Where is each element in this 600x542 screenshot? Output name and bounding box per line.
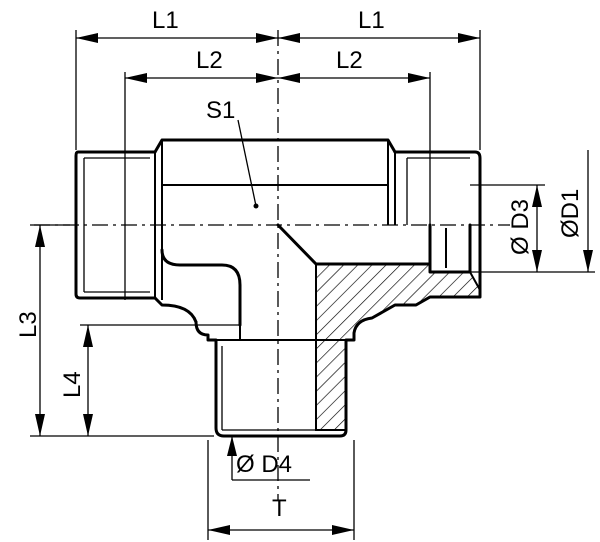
dim-label-l2-right: L2	[336, 47, 363, 74]
part-outline	[74, 138, 482, 438]
dimension-lines	[30, 30, 595, 540]
dim-label-l1-left: L1	[152, 7, 179, 34]
dim-label-l2-left: L2	[196, 47, 223, 74]
center-lines	[34, 30, 510, 500]
dim-label-l4: L4	[59, 371, 86, 398]
dim-label-t: T	[272, 495, 287, 522]
dim-label-d1: ØD1	[557, 189, 584, 238]
section-hatch	[315, 263, 481, 431]
dim-label-l3: L3	[15, 311, 42, 338]
dim-label-d4: Ø D4	[236, 451, 292, 478]
dim-label-l1-right: L1	[358, 7, 385, 34]
dim-label-d3: Ø D3	[507, 199, 534, 255]
label-s1: S1	[206, 97, 235, 124]
arrowheads	[35, 33, 593, 535]
